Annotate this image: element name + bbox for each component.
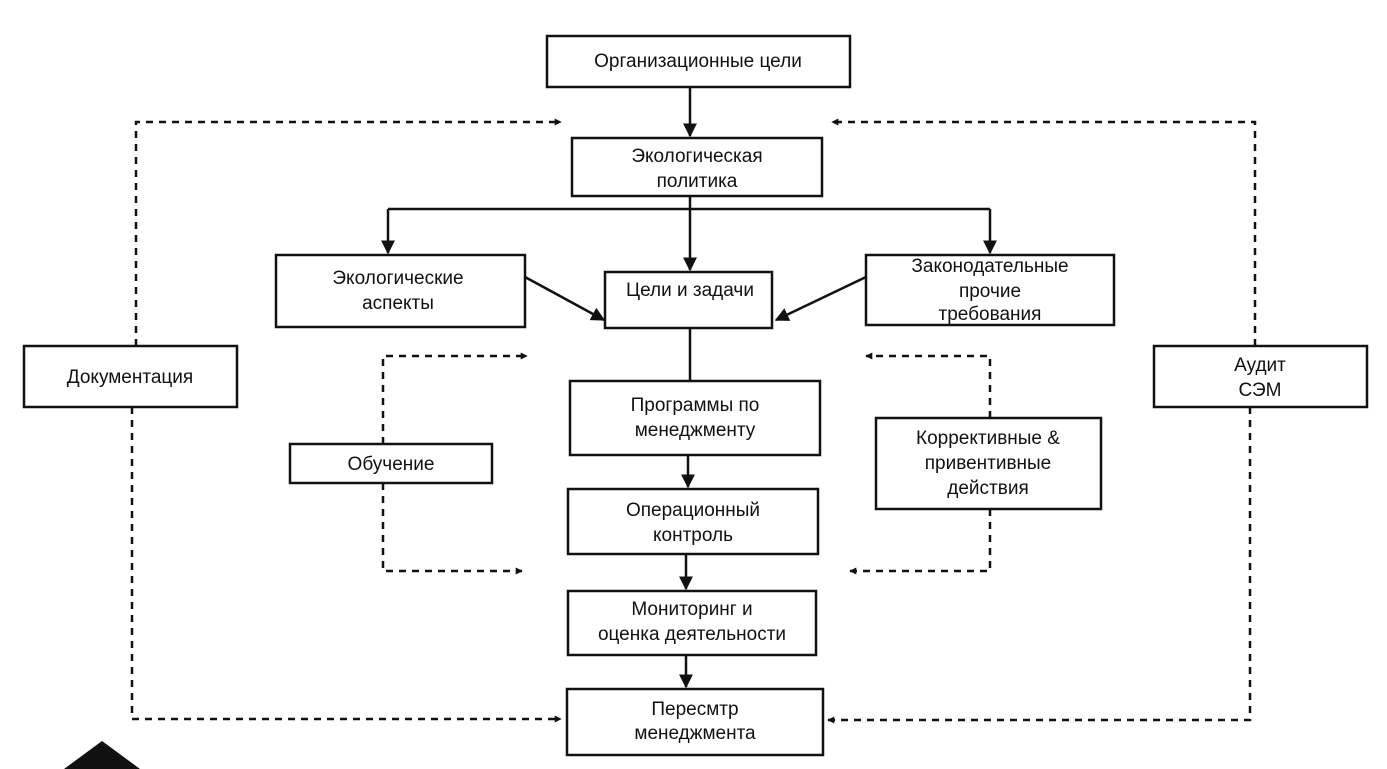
solid-connectors <box>381 87 997 689</box>
node-label: Экологическая <box>631 146 762 167</box>
edge-documentation-to-eco-policy <box>134 118 562 346</box>
node-training: Обучение <box>288 442 494 485</box>
node-audit: Аудит СЭМ <box>1152 344 1369 409</box>
node-label: Операционный <box>626 500 760 521</box>
node-label: Обучение <box>348 454 435 475</box>
node-label: оценка деятельности <box>598 624 786 645</box>
node-label: менеджмента <box>634 723 756 744</box>
node-programs: Программы по менеджменту <box>568 379 822 457</box>
edge-documentation-to-review <box>130 407 562 723</box>
node-label: Программы по <box>631 395 760 416</box>
edge-corrective-to-programs <box>865 352 992 418</box>
node-eco-policy: Экологическая политика <box>570 136 824 198</box>
edge-audit-to-review <box>827 407 1252 724</box>
node-label: менеджменту <box>635 420 756 441</box>
node-label: действия <box>947 478 1028 499</box>
dashed-connectors <box>130 118 1257 724</box>
node-corrective: Коррективные & привентивные действия <box>874 416 1103 511</box>
node-label: Организационные цели <box>594 51 802 72</box>
node-label: политика <box>657 171 738 192</box>
node-label: привентивные <box>925 453 1052 474</box>
node-eco-aspects: Экологические аспекты <box>274 253 527 329</box>
node-operational: Операционный контроль <box>566 487 820 556</box>
node-label: аспекты <box>362 293 434 314</box>
node-label: Экологические <box>332 268 463 289</box>
node-label: Коррективные & <box>916 428 1060 449</box>
node-label: Законодательные <box>911 256 1068 277</box>
edge-corrective-to-operational <box>849 509 992 575</box>
node-monitoring: Мониторинг и оценка деятельности <box>566 589 818 657</box>
node-label: контроль <box>653 525 733 546</box>
node-review: Пересмтр менеджмента <box>565 687 825 757</box>
node-label: Цели и задачи <box>626 280 754 301</box>
node-label: Мониторинг и <box>631 599 752 620</box>
edge-training-to-programs <box>381 352 528 444</box>
node-label: требования <box>939 304 1042 325</box>
node-documentation: Документация <box>22 344 239 409</box>
edge-training-to-operational <box>381 483 523 575</box>
node-goals-tasks: Цели и задачи <box>603 270 774 330</box>
node-org-goals: Организационные цели <box>545 34 852 89</box>
corner-triangle-mark <box>64 741 140 769</box>
edge-audit-to-eco-policy <box>831 118 1257 346</box>
node-label: Документация <box>67 367 193 388</box>
node-label: Аудит <box>1234 355 1286 376</box>
node-label: прочие <box>959 281 1021 302</box>
edge-eco-aspects-to-goals-tasks <box>524 275 606 322</box>
node-label: Пересмтр <box>651 699 738 720</box>
node-legal: Законодательные прочие требования <box>864 253 1116 327</box>
node-label: СЭМ <box>1239 380 1282 401</box>
edge-legal-to-goals-tasks <box>774 275 867 322</box>
